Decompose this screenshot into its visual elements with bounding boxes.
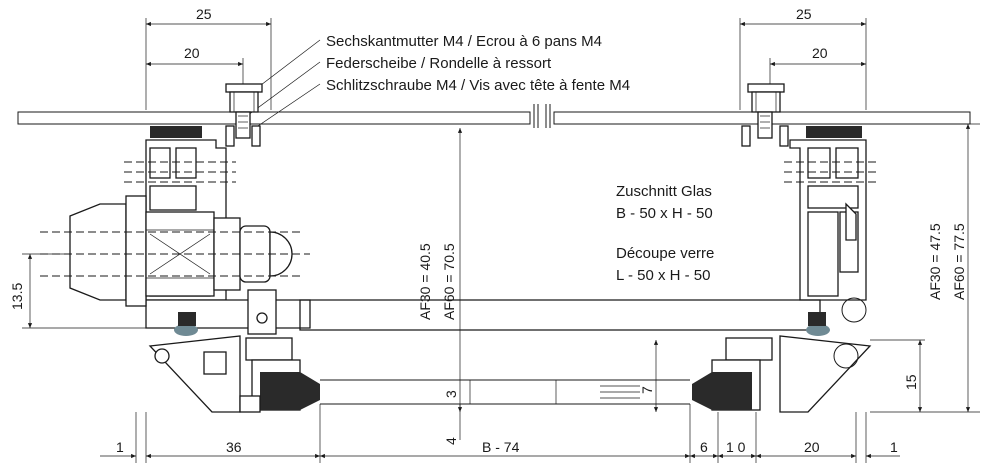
dimension-center-height: AF30 = 40.5 AF60 = 70.5 3 4 bbox=[417, 128, 463, 445]
dim-af60-right: AF60 = 77.5 bbox=[951, 223, 967, 300]
dim-15: 15 bbox=[903, 374, 919, 390]
dim-af60-center: AF60 = 70.5 bbox=[441, 243, 457, 320]
dim-offset-4: 4 bbox=[443, 437, 459, 445]
right-frame-profile bbox=[299, 139, 880, 331]
dim-bottom-6: 6 bbox=[700, 439, 708, 455]
seal-right bbox=[806, 324, 830, 336]
dim-left-20: 20 bbox=[184, 45, 200, 61]
dim-bottom-20: 20 bbox=[804, 439, 820, 455]
seal-left bbox=[174, 324, 198, 336]
dim-glass-7: 7 bbox=[639, 386, 655, 394]
dim-bottom-1-left: 1 bbox=[116, 439, 124, 455]
note-slotted-screw: Schlitzschraube M4 / Vis avec tête à fen… bbox=[326, 77, 630, 94]
gasket-left-lower bbox=[178, 312, 196, 326]
dimension-right-height: AF30 = 47.5 AF60 = 77.5 15 bbox=[870, 123, 980, 413]
door-leaf-profile bbox=[148, 335, 872, 413]
note-glass-fr-title: Découpe verre bbox=[616, 245, 714, 262]
note-glass-fr-formula: L - 50 x H - 50 bbox=[616, 267, 710, 284]
note-glass-de-title: Zuschnitt Glas bbox=[616, 183, 712, 200]
fastener-callouts: Sechskantmutter M4 / Ecrou à 6 pans M4 F… bbox=[235, 33, 630, 131]
wall-section bbox=[17, 104, 971, 128]
dim-left-25: 25 bbox=[196, 6, 212, 22]
dim-13-5: 13.5 bbox=[9, 283, 25, 310]
dim-right-20: 20 bbox=[812, 45, 828, 61]
dim-bottom-b74: B - 74 bbox=[482, 439, 520, 455]
gasket-top-left bbox=[150, 126, 202, 138]
right-screw bbox=[741, 83, 789, 147]
gasket-top-right bbox=[806, 126, 862, 138]
dimension-left-height: 13.5 bbox=[9, 253, 146, 329]
gasket-right-lower bbox=[808, 312, 826, 326]
dimension-left-top: 25 20 bbox=[145, 6, 272, 110]
dim-glass-3: 3 bbox=[443, 390, 459, 398]
note-spring-washer: Federscheibe / Rondelle à ressort bbox=[326, 55, 552, 72]
note-glass-de-formula: B - 50 x H - 50 bbox=[616, 205, 713, 222]
dim-right-25: 25 bbox=[796, 6, 812, 22]
dim-af30-right: AF30 = 47.5 bbox=[927, 223, 943, 300]
dim-bottom-1-right: 1 bbox=[890, 439, 898, 455]
left-screw bbox=[225, 83, 263, 147]
dim-bottom-36: 36 bbox=[226, 439, 242, 455]
note-hex-nut: Sechskantmutter M4 / Ecrou à 6 pans M4 bbox=[326, 33, 602, 50]
dimension-right-glass: 7 bbox=[639, 340, 659, 412]
dimension-bottom: 1 36 B - 74 6 1 0 20 1 bbox=[100, 404, 900, 463]
dim-bottom-10: 1 0 bbox=[726, 439, 746, 455]
lock-cylinder bbox=[40, 195, 310, 335]
dim-af30-center: AF30 = 40.5 bbox=[417, 243, 433, 320]
